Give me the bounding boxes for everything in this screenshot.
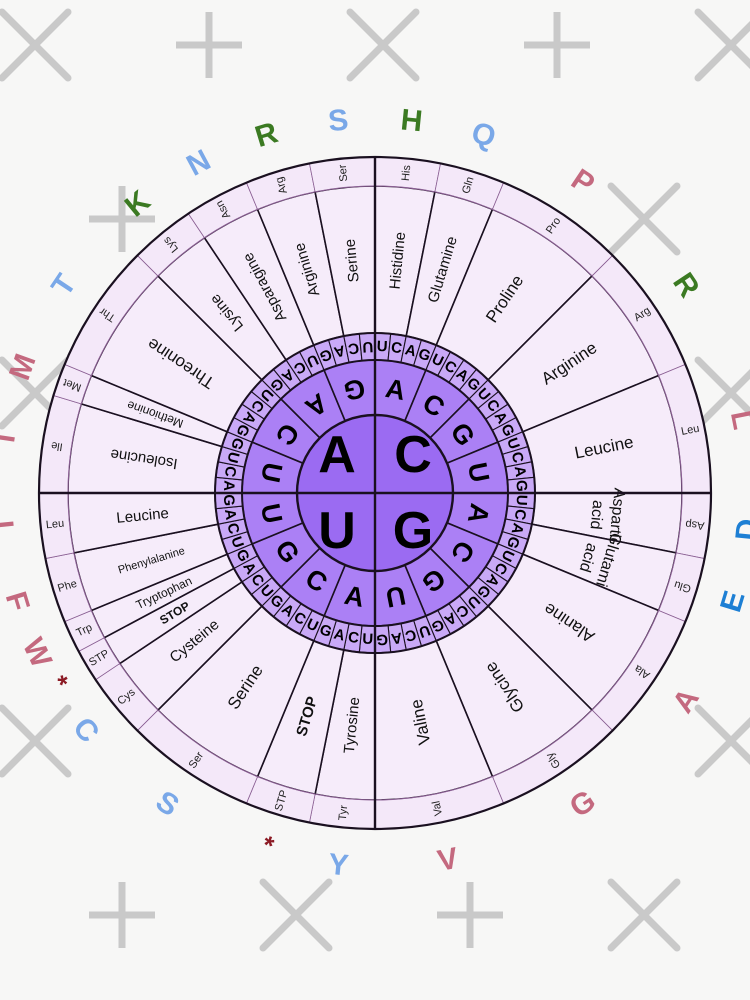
third-base-letter: C	[221, 465, 239, 478]
third-base-letter: U	[513, 494, 531, 506]
x-mark-watermark	[694, 704, 750, 778]
third-base-letter: C	[403, 626, 418, 645]
amino-acid-name: Aspartic	[605, 487, 628, 546]
third-base-letter: G	[376, 631, 388, 649]
one-letter-code: N	[181, 144, 216, 183]
third-base-letter: G	[317, 345, 334, 365]
one-letter-code: R	[666, 267, 706, 304]
one-letter-code: E	[714, 587, 750, 616]
third-base-letter: C	[347, 629, 360, 647]
third-base-letter: G	[513, 480, 531, 492]
amino-acid-abbrev: His	[400, 164, 414, 181]
third-base-letter: C	[511, 508, 529, 521]
third-base-letter: G	[227, 435, 247, 452]
third-base-letter: A	[390, 629, 403, 647]
plus-mark-watermark	[437, 882, 503, 948]
third-base-letter: G	[317, 621, 334, 641]
x-mark-watermark	[0, 704, 72, 778]
one-letter-code: G	[564, 784, 602, 824]
x-mark-watermark	[694, 8, 750, 82]
amino-acid-abbrev: Phe	[56, 578, 78, 595]
amino-acid-abbrev: STP	[273, 789, 291, 813]
amino-acid-abbrev: Asp	[685, 518, 705, 532]
third-base-letter: A	[332, 341, 347, 360]
one-letter-code: T	[45, 268, 83, 302]
amino-acid-name: Leucine	[116, 505, 170, 527]
x-mark-watermark	[607, 878, 681, 952]
one-letter-code: *	[259, 829, 278, 861]
third-base-letter: A	[511, 465, 529, 478]
one-letter-code: M	[3, 350, 42, 385]
third-base-letter: U	[503, 436, 523, 452]
one-letter-code: I	[0, 432, 22, 445]
one-letter-code: S	[150, 785, 185, 824]
amino-acid-abbrev: Gln	[460, 175, 476, 195]
third-base-letter: U	[227, 534, 247, 550]
amino-acid-name: Serine	[342, 238, 363, 283]
one-letter-code: H	[399, 103, 424, 138]
third-base-letter: C	[390, 339, 403, 357]
amino-acid-abbrev: Tyr	[337, 804, 350, 821]
third-base-letter: A	[332, 626, 347, 645]
third-base-letter: G	[416, 345, 433, 365]
one-letter-code: Y	[327, 848, 350, 883]
one-letter-code: R	[251, 116, 282, 154]
third-base-letter: G	[220, 494, 238, 506]
one-letter-code: L	[724, 408, 750, 432]
x-mark-watermark	[259, 878, 333, 952]
third-base-letter: C	[347, 339, 360, 357]
third-base-letter: C	[223, 521, 242, 536]
one-letter-code: S	[327, 103, 350, 138]
amino-acid-name: Histidine	[387, 231, 410, 290]
third-base-letter: C	[508, 450, 527, 465]
one-letter-code: Q	[468, 116, 500, 154]
one-letter-code: C	[66, 711, 105, 749]
amino-acid-abbrev: Met	[62, 376, 83, 393]
amino-acid-abbrev: Leu	[45, 518, 64, 532]
third-base-letter: U	[376, 338, 388, 356]
amino-acid-abbrev: Glu	[673, 578, 693, 594]
wheel-layer: UACUGIsoleucineIleIMethionineMetMCGACUTh…	[0, 103, 750, 882]
one-letter-code: P	[565, 163, 600, 202]
third-base-letter: U	[362, 338, 374, 356]
one-letter-code: L	[0, 519, 20, 540]
plus-mark-watermark	[524, 12, 590, 78]
third-base-letter: U	[416, 621, 432, 641]
amino-acid-abbrev: Val	[430, 800, 445, 817]
amino-acid-abbrev: Leu	[680, 423, 700, 438]
x-mark-watermark	[607, 182, 681, 256]
x-mark-watermark	[694, 356, 750, 430]
third-base-letter: A	[403, 341, 418, 360]
one-letter-code: *	[44, 670, 75, 695]
one-letter-code: V	[435, 842, 461, 878]
one-letter-code: F	[0, 588, 36, 615]
third-base-letter: A	[508, 521, 527, 536]
third-base-letter: A	[221, 508, 239, 521]
amino-acid-abbrev: Ser	[337, 164, 351, 183]
amino-acid-abbrev: Arg	[273, 175, 289, 195]
x-mark-watermark	[346, 8, 420, 82]
amino-acid-name: acid	[587, 499, 607, 530]
first-base-letter-c: C	[394, 426, 432, 484]
first-base-letter-u: U	[318, 502, 356, 560]
third-base-letter: U	[223, 450, 242, 465]
first-base-letter-g: G	[393, 502, 433, 560]
plus-mark-watermark	[89, 882, 155, 948]
amino-acid-name: Tyrosine	[341, 696, 363, 754]
third-base-letter: U	[362, 631, 374, 649]
one-letter-code: W	[16, 633, 58, 673]
third-base-letter: A	[220, 480, 238, 492]
first-base-letter-a: A	[318, 426, 356, 484]
one-letter-code: D	[730, 517, 750, 542]
amino-acid-abbrev: Ile	[50, 439, 63, 453]
plus-mark-watermark	[176, 12, 242, 78]
plus-mark-watermark	[89, 186, 155, 252]
third-base-letter: G	[503, 534, 523, 551]
x-mark-watermark	[0, 8, 72, 82]
